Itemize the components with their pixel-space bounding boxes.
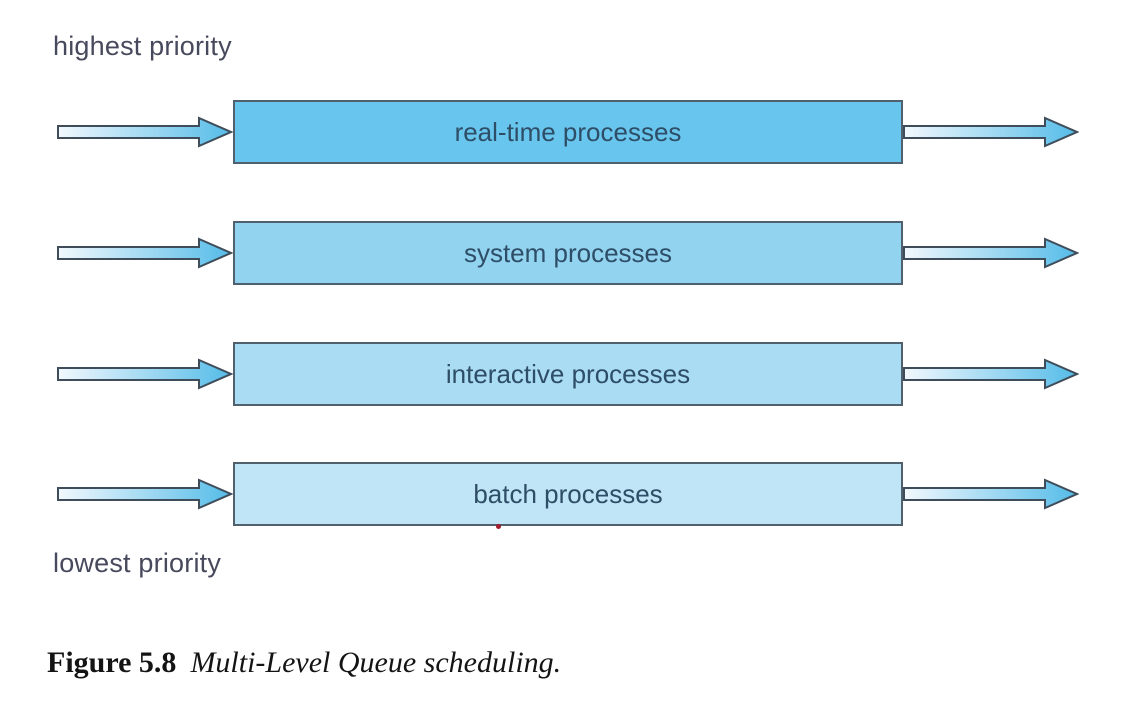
- outbound-arrow-icon: [903, 237, 1079, 269]
- figure-caption: Figure 5.8 Multi-Level Queue scheduling.: [47, 646, 561, 680]
- queue-label: batch processes: [473, 478, 663, 509]
- queue-row: system processes: [0, 221, 1132, 285]
- inbound-arrow-icon: [57, 478, 233, 510]
- figure-number: Figure 5.8: [47, 646, 177, 679]
- red-dot: [496, 524, 501, 529]
- inbound-arrow-icon: [57, 237, 233, 269]
- queue-box: interactive processes: [233, 342, 903, 406]
- queue-row: interactive processes: [0, 342, 1132, 406]
- queue-box: real-time processes: [233, 100, 903, 164]
- inbound-arrow-icon: [57, 116, 233, 148]
- queue-box: batch processes: [233, 462, 903, 526]
- queue-label: interactive processes: [445, 358, 691, 389]
- outbound-arrow-icon: [903, 358, 1079, 390]
- highest-priority-label: highest priority: [53, 31, 232, 61]
- outbound-arrow-icon: [903, 116, 1079, 148]
- outbound-arrow-icon: [903, 478, 1079, 510]
- queue-label: real-time processes: [454, 116, 682, 147]
- inbound-arrow-icon: [57, 358, 233, 390]
- queue-row: batch processes: [0, 462, 1132, 526]
- queue-label: system processes: [463, 237, 673, 268]
- queue-row: real-time processes: [0, 100, 1132, 164]
- figure-title: Multi-Level Queue scheduling.: [190, 646, 562, 679]
- queue-box: system processes: [233, 221, 903, 285]
- lowest-priority-label: lowest priority: [53, 548, 222, 578]
